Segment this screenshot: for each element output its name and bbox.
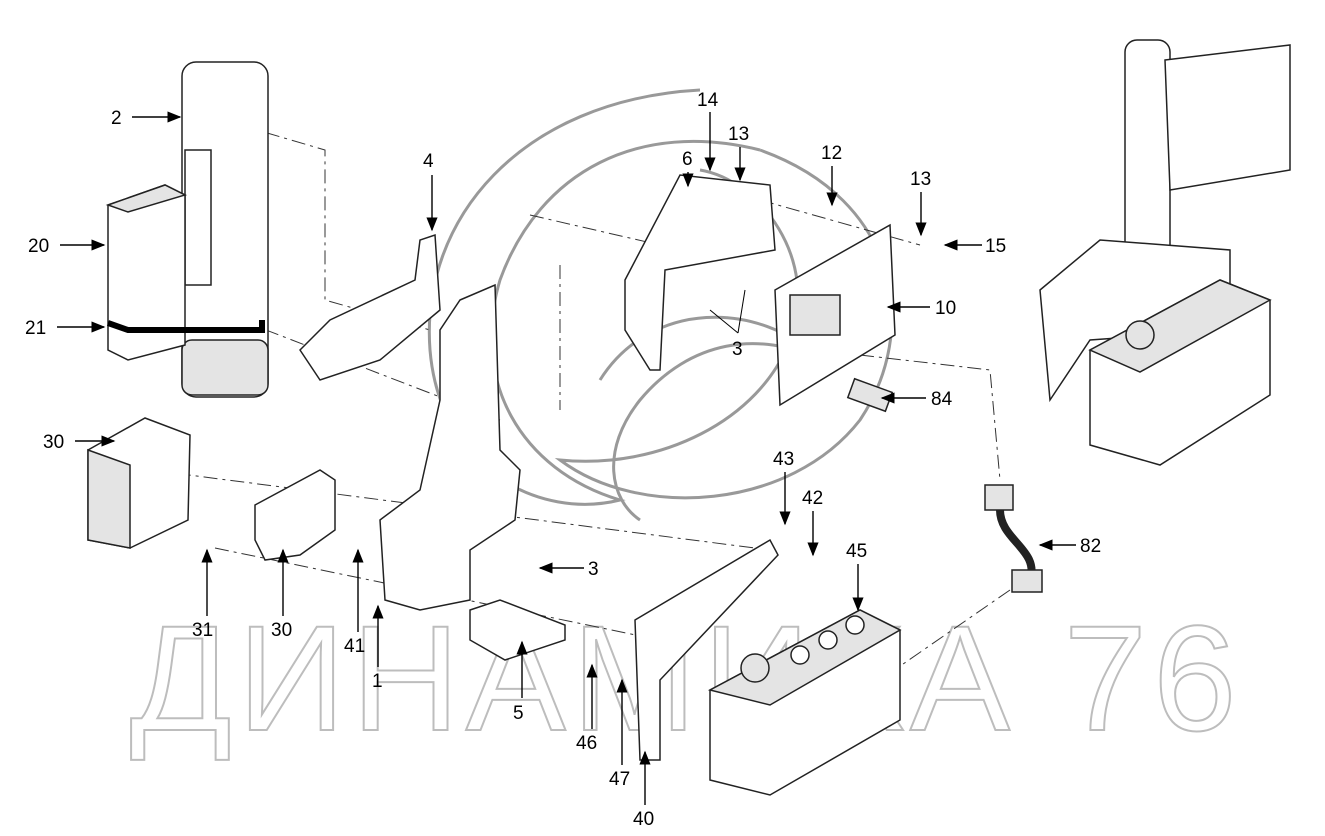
part-30-cover xyxy=(87,417,191,549)
assembled-view xyxy=(1039,39,1291,466)
callout-46: 46 xyxy=(576,663,598,754)
callout-4: 4 xyxy=(423,151,438,232)
callout-number: 82 xyxy=(1080,536,1101,557)
callout-number: 46 xyxy=(576,733,597,754)
part-20-box xyxy=(105,184,265,361)
part-4-bracket xyxy=(299,233,441,381)
callout-41: 41 xyxy=(344,548,365,657)
callout-number: 45 xyxy=(846,541,867,562)
callout-number: 3 xyxy=(588,559,599,580)
callout-84: 84 xyxy=(880,389,953,410)
callout-number: 31 xyxy=(192,620,213,641)
callout-number: 1 xyxy=(372,671,383,692)
callout-31: 31 xyxy=(192,548,213,641)
callout-number: 5 xyxy=(513,703,524,724)
callout-number: 47 xyxy=(609,769,630,790)
callout-15: 15 xyxy=(943,236,1006,257)
callout-47: 47 xyxy=(609,678,630,790)
callout-number: 42 xyxy=(802,488,823,509)
callout-14: 14 xyxy=(697,90,719,172)
part-82-cable xyxy=(984,484,1043,593)
callout-1: 1 xyxy=(372,604,384,692)
part-84-connector xyxy=(846,377,894,413)
callout-number: 12 xyxy=(821,143,842,164)
part-5-bracket xyxy=(469,599,566,661)
callout-number: 14 xyxy=(697,90,719,111)
callout-20: 20 xyxy=(28,236,106,257)
callout-number: 13 xyxy=(728,124,749,145)
part-6-bracket xyxy=(624,174,776,371)
callout-number: 30 xyxy=(271,620,292,641)
callout-45: 45 xyxy=(846,541,867,612)
callout-number: 84 xyxy=(931,389,953,410)
callout-10: 10 xyxy=(886,298,956,319)
callouts: 2 20 21 30 31 30 41 1 5 4 6 14 13 12 13 … xyxy=(25,90,1101,830)
callout-number: 10 xyxy=(935,298,956,319)
callout-number: 15 xyxy=(985,236,1006,257)
callout-number: 3 xyxy=(732,339,743,360)
callout-6: 6 xyxy=(682,149,694,188)
callout-21: 21 xyxy=(25,318,106,339)
callout-12: 12 xyxy=(821,143,842,207)
callout-43: 43 xyxy=(773,449,794,526)
part-10-board xyxy=(774,223,896,407)
callout-82: 82 xyxy=(1038,536,1101,557)
callout-13-right: 13 xyxy=(910,169,931,237)
callout-number: 21 xyxy=(25,318,46,339)
callout-2: 2 xyxy=(111,108,182,129)
callout-number: 13 xyxy=(910,169,931,190)
callout-13-left: 13 xyxy=(728,124,749,182)
callout-number: 41 xyxy=(344,636,365,657)
callout-40: 40 xyxy=(633,750,654,830)
callout-number: 30 xyxy=(43,432,64,453)
callout-number: 4 xyxy=(423,151,434,172)
callout-30-cover: 30 xyxy=(43,432,116,453)
part-30-bracket xyxy=(254,469,336,561)
callout-3-bottom: 3 xyxy=(538,559,599,580)
part-45-box xyxy=(707,609,902,796)
callout-number: 20 xyxy=(28,236,49,257)
callout-30-bracket: 30 xyxy=(271,548,292,641)
callout-5: 5 xyxy=(513,640,528,724)
callout-number: 6 xyxy=(682,149,693,170)
part-2-column xyxy=(181,61,269,398)
part-1-plate xyxy=(379,283,521,611)
callout-number: 2 xyxy=(111,108,122,129)
callout-3-top: 3 xyxy=(709,289,746,360)
callout-number: 40 xyxy=(633,809,654,830)
callout-number: 43 xyxy=(773,449,794,470)
callout-42: 42 xyxy=(802,488,823,557)
